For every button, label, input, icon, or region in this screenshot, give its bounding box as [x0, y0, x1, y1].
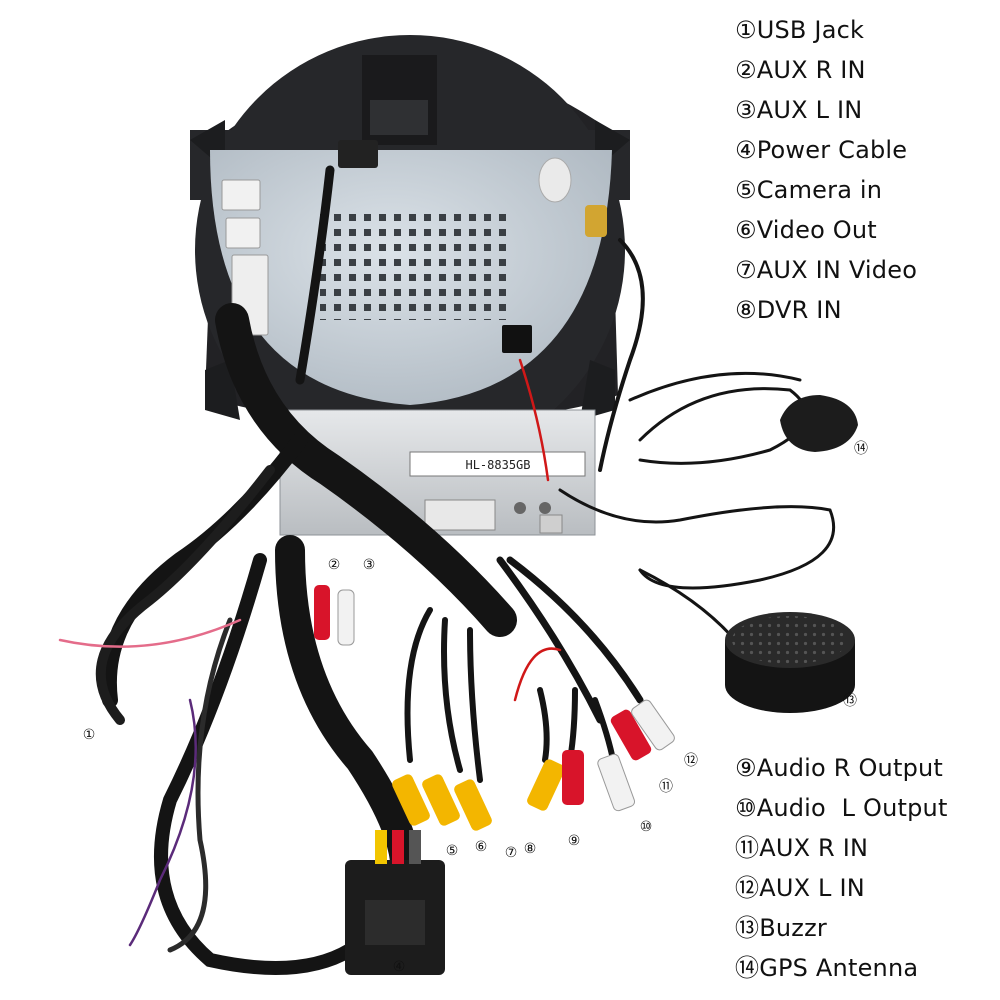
gps-jack — [585, 205, 607, 237]
rca-plugs — [314, 585, 675, 831]
rca-audio-r-output — [562, 750, 584, 805]
legend-number: ⑨ — [735, 754, 757, 782]
legend-label: Camera in — [756, 176, 883, 204]
legend-label: AUX L IN — [759, 874, 865, 902]
legend-item: ⑥Video Out — [735, 210, 877, 250]
callout-usb-jack: ① — [82, 727, 96, 743]
legend-label: AUX L IN — [756, 96, 863, 124]
legend-item: ⑩Audio L Output — [735, 788, 948, 828]
rca-aux-in-video — [454, 779, 492, 831]
sticker-seal — [538, 157, 572, 203]
legend-item: ⑧DVR IN — [735, 290, 842, 330]
wiring-harness — [58, 165, 836, 975]
legend-number: ② — [735, 56, 757, 84]
buzzer — [725, 612, 855, 713]
legend-item: ⑤Camera in — [735, 170, 882, 210]
legend-number: ⑤ — [735, 176, 757, 204]
legend-label: GPS Antenna — [759, 954, 919, 982]
legend-item: ⑨Audio R Output — [735, 748, 943, 788]
legend-label: AUX R IN — [756, 56, 866, 84]
gps-cable — [598, 238, 645, 472]
rca-aux-l-in-white — [337, 589, 355, 646]
legend-label: Video Out — [756, 216, 877, 244]
legend-number: ④ — [735, 136, 757, 164]
legend-item: ②AUX R IN — [735, 50, 866, 90]
gps-antenna — [780, 395, 858, 452]
callout-audio-l-output: ⑩ — [639, 819, 653, 835]
legend-label: AUX IN Video — [756, 256, 918, 284]
callout-dvr-in: ⑧ — [523, 841, 537, 857]
legend-item: ⑭GPS Antenna — [735, 948, 918, 988]
legend-label: Audio L Output — [756, 794, 948, 822]
legend-label: Audio R Output — [756, 754, 944, 782]
main-sleeve — [215, 303, 517, 637]
unit-sticker — [409, 451, 586, 477]
power-connector — [345, 830, 445, 975]
callout-aux-l-in-2: ⑫ — [684, 753, 698, 769]
legend-label: DVR IN — [756, 296, 842, 324]
callout-aux-r-in: ② — [327, 557, 341, 573]
usb-port — [338, 140, 378, 168]
legend-number: ⑦ — [735, 256, 757, 284]
connector-socket — [221, 179, 261, 211]
legend-number: ⑥ — [735, 216, 757, 244]
callout-power-cable: ④ — [392, 959, 406, 975]
legend-item: ④Power Cable — [735, 130, 907, 170]
legend-number: ① — [735, 16, 757, 44]
callout-aux-in-video: ⑦ — [504, 845, 518, 861]
legend-item: ⑫AUX L IN — [735, 868, 865, 908]
rca-aux-r-in-2 — [610, 709, 652, 761]
rca-dvr-in — [527, 759, 565, 811]
rca-aux-l-in-2 — [631, 699, 675, 751]
power-sleeve — [275, 535, 420, 875]
callout-aux-l-in: ③ — [362, 557, 376, 573]
legend-number: ⑫ — [735, 874, 760, 902]
unit-sticker-text: HL-8835GB — [465, 458, 530, 472]
legend-label: USB Jack — [756, 16, 865, 44]
legend-item: ①USB Jack — [735, 10, 864, 50]
camera-port — [502, 325, 532, 353]
legend-label: Power Cable — [756, 136, 908, 164]
legend-number: ⑬ — [735, 914, 760, 942]
callout-video-out: ⑥ — [474, 839, 488, 855]
callout-aux-r-in-2: ⑪ — [659, 779, 673, 795]
legend-label: AUX R IN — [759, 834, 869, 862]
callout-buzzer: ⑬ — [843, 693, 857, 709]
legend-number: ⑧ — [735, 296, 757, 324]
legend-number: ③ — [735, 96, 757, 124]
legend-number: ⑩ — [735, 794, 757, 822]
legend-item: ⑪AUX R IN — [735, 828, 868, 868]
legend-item: ⑬Buzzr — [735, 908, 827, 948]
rca-video-out — [422, 774, 460, 826]
legend-item: ③AUX L IN — [735, 90, 862, 130]
callout-gps-antenna: ⑭ — [854, 441, 868, 457]
legend-label: Buzzr — [759, 914, 827, 942]
callout-audio-r-output: ⑨ — [567, 833, 581, 849]
rca-aux-r-in-red — [314, 585, 330, 640]
legend-number: ⑭ — [735, 954, 760, 982]
legend-item: ⑦AUX IN Video — [735, 250, 917, 290]
callout-camera-in: ⑤ — [445, 843, 459, 859]
legend-number: ⑪ — [735, 834, 760, 862]
vent-grid — [320, 210, 510, 320]
rca-audio-l-output — [597, 753, 636, 812]
rca-camera-in — [392, 774, 430, 826]
